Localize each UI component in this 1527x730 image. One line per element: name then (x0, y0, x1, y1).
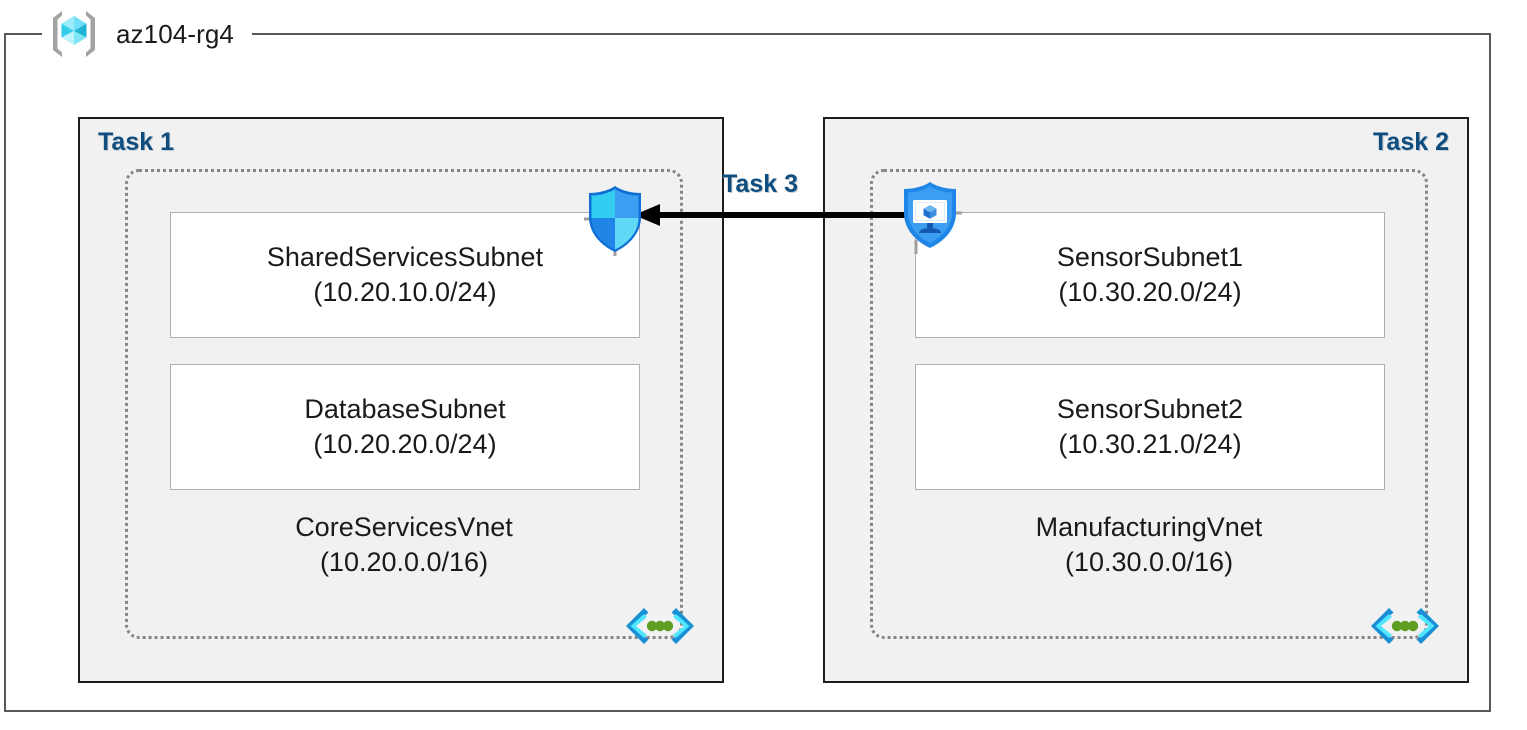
vnet-cidr: (10.20.0.0/16) (319, 546, 489, 577)
subnet-cidr: (10.20.20.0/24) (313, 429, 497, 459)
subnet-cidr: (10.30.21.0/24) (1058, 429, 1242, 459)
resource-group-header: az104-rg4 (46, 6, 234, 62)
resource-group-border-left (4, 33, 6, 712)
virtual-network-icon (1371, 608, 1439, 644)
subnet-name: SensorSubnet2 (1056, 394, 1244, 425)
vnet-cidr: (10.30.0.0/16) (1064, 546, 1234, 577)
subnet-sensor-2: SensorSubnet2 (10.30.21.0/24) (915, 364, 1385, 490)
vnet-caption-coreservices: CoreServicesVnet (10.20.0.0/16) (128, 510, 680, 579)
task-3-connector-arrow (634, 204, 918, 226)
vnet-container-coreservices: SharedServicesSubnet (10.20.10.0/24) Dat… (125, 169, 694, 644)
firewall-shield-icon (584, 186, 641, 256)
vnet-caption-manufacturing: ManufacturingVnet (10.30.0.0/16) (873, 510, 1425, 579)
subnet-shared-services: SharedServicesSubnet (10.20.10.0/24) (170, 212, 640, 338)
subnet-name: SharedServicesSubnet (266, 242, 544, 273)
resource-group-border-top-right (252, 33, 1491, 35)
subnet-database: DatabaseSubnet (10.20.20.0/24) (170, 364, 640, 490)
virtual-network-icon (626, 608, 694, 644)
resource-group-title: az104-rg4 (116, 18, 234, 49)
subnet-cidr: (10.30.20.0/24) (1058, 277, 1242, 307)
task-2-label: Task 2 (1373, 128, 1449, 156)
network-security-group-icon (904, 182, 962, 254)
resource-group-cube-icon (53, 11, 95, 57)
vnet-name: ManufacturingVnet (1035, 512, 1263, 542)
subnet-name: DatabaseSubnet (304, 394, 506, 425)
vnet-name: CoreServicesVnet (295, 512, 513, 542)
resource-group-border-bottom (4, 710, 1491, 712)
task-3-label: Task 3 (722, 170, 798, 198)
subnet-name: SensorSubnet1 (1056, 242, 1244, 273)
subnet-sensor-1: SensorSubnet1 (10.30.20.0/24) (915, 212, 1385, 338)
resource-group-border-right (1489, 33, 1491, 712)
subnet-cidr: (10.20.10.0/24) (313, 277, 497, 307)
task-1-label: Task 1 (98, 128, 174, 156)
resource-group-border-top-left (4, 33, 42, 35)
